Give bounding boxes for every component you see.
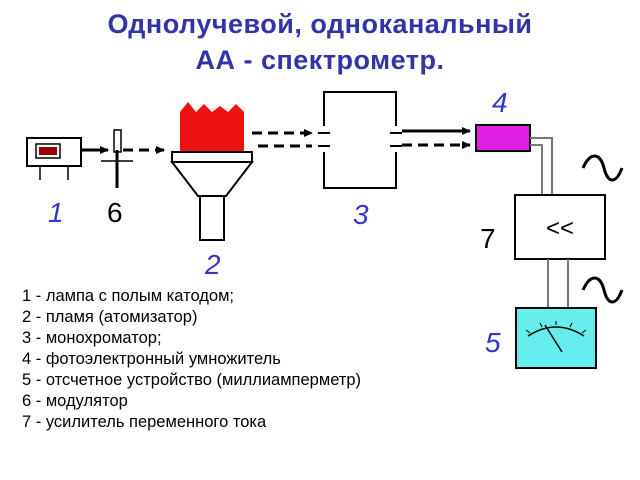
amplifier-symbol: << — [546, 215, 574, 242]
label-5: 5 — [485, 327, 501, 358]
title-line-2: АА - спектрометр. — [195, 45, 445, 75]
photomultiplier — [475, 124, 531, 152]
label-6: 6 — [107, 197, 123, 228]
monochromator — [318, 91, 402, 189]
label-4: 4 — [492, 87, 508, 118]
ac-signal-icon-bottom — [581, 276, 624, 304]
title-line-1: Однолучевой, одноканальный — [107, 9, 533, 39]
hollow-cathode-lamp — [26, 137, 82, 180]
wire-amplifier-to-meter — [547, 259, 569, 308]
wire-pmt-to-amplifier — [530, 137, 553, 195]
label-7: 7 — [480, 223, 496, 254]
legend: 1 - лампа с полым катодом; 2 - пламя (ат… — [22, 286, 361, 433]
legend-item: 2 - пламя (атомизатор) — [22, 308, 198, 326]
legend-item: 5 - отсчетное устройство (миллиамперметр… — [22, 371, 362, 389]
legend-item: 4 - фотоэлектронный умножитель — [22, 350, 281, 368]
label-3: 3 — [353, 199, 369, 230]
legend-item: 1 - лампа с полым катодом; — [22, 287, 234, 305]
label-2: 2 — [204, 249, 221, 280]
legend-item: 7 - усилитель переменного тока — [22, 413, 267, 431]
legend-item: 3 - монохроматор; — [22, 329, 162, 347]
ac-amplifier — [514, 194, 606, 260]
ac-signal-icon-top — [581, 154, 624, 182]
label-1: 1 — [48, 197, 64, 228]
flame-atomizer — [169, 102, 255, 241]
modulator — [101, 129, 133, 188]
legend-item: 6 - модулятор — [22, 392, 128, 410]
diagram-title: Однолучевой, одноканальный АА - спектром… — [0, 6, 640, 80]
readout-meter — [515, 307, 597, 369]
